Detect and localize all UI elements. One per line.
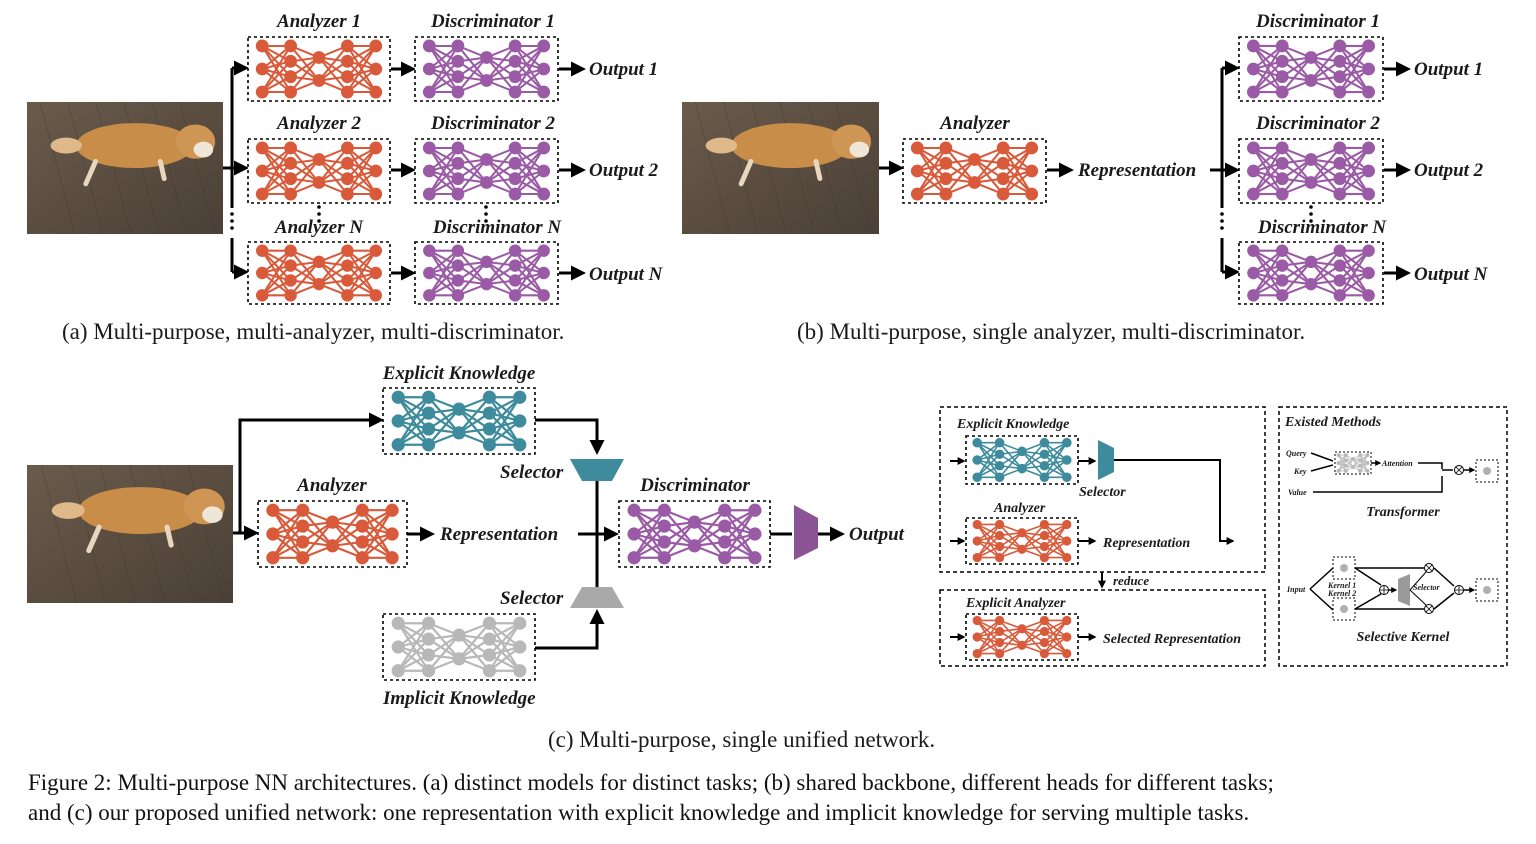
discriminator-c-network (618, 500, 771, 568)
discriminator-b2-label: Discriminator 2 (1255, 113, 1381, 134)
attention-network (1334, 451, 1372, 475)
implicit-knowledge-network (382, 613, 536, 681)
inset-explicit-knowledge-label: Explicit Knowledge (956, 417, 1069, 432)
output-c-label: Output (849, 524, 905, 545)
explicit-knowledge-label: Explicit Knowledge (382, 363, 536, 384)
analyzer-c-label: Analyzer (296, 475, 367, 496)
discriminator-n-network (414, 241, 559, 305)
discriminator-bn-label: Discriminator N (1257, 217, 1388, 238)
representation-b-label: Representation (1077, 160, 1196, 181)
inset-explicit-network (965, 435, 1079, 485)
inset-reduce-label: reduce (1113, 573, 1149, 588)
discriminator-b1-network (1238, 36, 1384, 102)
analyzer-b-label: Analyzer (939, 113, 1010, 134)
panel-c: Explicit Knowledge Analyzer Representati… (27, 363, 935, 752)
dog-photo-c (27, 464, 233, 604)
analyzer-2-network (247, 138, 391, 204)
discriminator-2-network (414, 138, 559, 204)
panel-c-caption: (c) Multi-purpose, single unified networ… (548, 727, 935, 752)
inset-analyzer-network (965, 517, 1079, 565)
representation-c-label: Representation (439, 524, 558, 545)
sk-selector-label: Selector (1413, 583, 1441, 592)
discriminator-1-network (414, 36, 559, 102)
discriminator-c-label: Discriminator (639, 475, 750, 496)
panel-b-caption: (b) Multi-purpose, single analyzer, mult… (797, 319, 1305, 344)
discriminator-b1-label: Discriminator 1 (1255, 11, 1380, 32)
selective-kernel-label: Selective Kernel (1357, 630, 1450, 645)
key-label: Key (1293, 467, 1307, 476)
discriminator-n-label: Discriminator N (432, 217, 563, 238)
discriminator-bn-network (1238, 241, 1384, 305)
vdots-a-mid1 (317, 205, 321, 223)
analyzer-n-network (247, 241, 391, 305)
output-1-label: Output 1 (589, 59, 658, 80)
analyzer-1-label: Analyzer 1 (276, 11, 361, 32)
output-bn-label: Output N (1414, 264, 1489, 285)
figure-caption-line-1: Figure 2: Multi-purpose NN architectures… (28, 770, 1274, 795)
discriminator-1-label: Discriminator 1 (430, 11, 555, 32)
inset-analyzer-label: Analyzer (993, 501, 1046, 516)
discriminator-2-label: Discriminator 2 (430, 113, 556, 134)
panel-a-caption: (a) Multi-purpose, multi-analyzer, multi… (62, 319, 564, 344)
selector-top-trapezoid (570, 459, 624, 481)
inset-selected-representation-label: Selected Representation (1103, 632, 1241, 647)
panel-b: Analyzer Representation Discriminator 1 … (682, 11, 1489, 344)
vdots-a-left (230, 212, 234, 230)
attention-label: Attention (1381, 459, 1413, 468)
output-trapezoid (794, 505, 818, 560)
sk-selector-trapezoid (1398, 574, 1410, 606)
inset-selector-label: Selector (1079, 485, 1126, 500)
inset-explicit-analyzer-label: Explicit Analyzer (965, 596, 1066, 611)
selector-top-label: Selector (500, 462, 564, 483)
output-b2-label: Output 2 (1414, 160, 1484, 181)
implicit-knowledge-label: Implicit Knowledge (382, 688, 536, 709)
inset-left: Explicit Knowledge Selector Analyzer Rep… (939, 406, 1266, 667)
query-label: Query (1286, 449, 1307, 458)
figure-caption: Figure 2: Multi-purpose NN architectures… (28, 768, 1513, 828)
analyzer-c-network (257, 500, 408, 568)
output-n-label: Output N (589, 264, 664, 285)
vdots-a-mid2 (484, 205, 488, 223)
selector-bottom-label: Selector (500, 588, 564, 609)
discriminator-b2-network (1238, 138, 1384, 204)
existed-methods-title: Existed Methods (1284, 415, 1382, 430)
inset-right: Existed Methods Query Key Value Attentio… (1278, 406, 1508, 667)
dog-photo-a (27, 101, 223, 235)
input-label: Input (1286, 585, 1306, 594)
inset-representation-label: Representation (1102, 536, 1190, 551)
kernel-2-label: Kernel 2 (1327, 589, 1356, 598)
analyzer-1-network (247, 36, 391, 102)
explicit-knowledge-network (382, 387, 536, 455)
output-2-label: Output 2 (589, 160, 659, 181)
output-b1-label: Output 1 (1414, 59, 1483, 80)
analyzer-n-label: Analyzer N (274, 217, 364, 238)
value-label: Value (1288, 488, 1307, 497)
analyzer-b-network (902, 138, 1047, 204)
panel-a: Analyzer 1 Analyzer 2 Analyzer N Discrim… (27, 11, 664, 344)
kernel-1-label: Kernel 1 (1327, 581, 1356, 590)
analyzer-2-label: Analyzer 2 (276, 113, 361, 134)
vdots-b-mid (1309, 205, 1313, 223)
inset-selector-trapezoid (1098, 440, 1114, 480)
transformer-label: Transformer (1366, 505, 1440, 520)
inset-explicit-analyzer-network (965, 613, 1079, 661)
figure-caption-line-2: and (c) our proposed unified network: on… (28, 800, 1250, 825)
vdots-b-left (1220, 212, 1224, 230)
dog-photo-b (682, 101, 879, 235)
selector-bottom-trapezoid (570, 587, 624, 608)
